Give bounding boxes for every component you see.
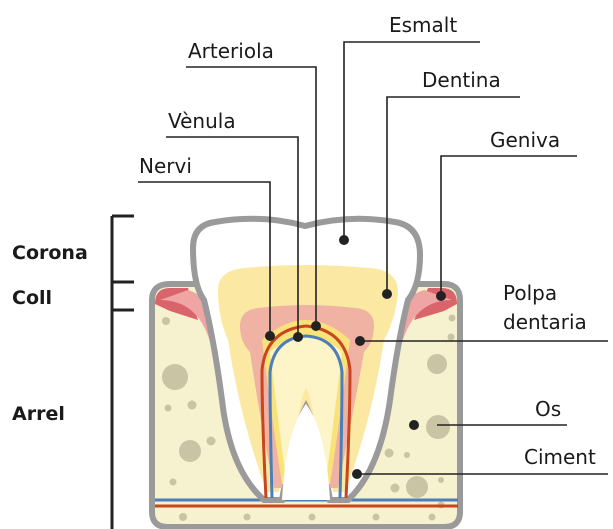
region-arrel: Arrel: [12, 403, 65, 425]
label-ciment: Ciment: [524, 446, 596, 468]
label-polpa-line2: dentaria: [503, 311, 587, 333]
label-geniva: Geniva: [490, 129, 560, 151]
region-coll: Coll: [12, 287, 52, 309]
label-polpa-line1: Polpa: [503, 282, 557, 304]
label-esmalt: Esmalt: [389, 14, 457, 36]
label-venula: Vènula: [168, 110, 236, 132]
label-dentina: Dentina: [422, 69, 501, 91]
label-os: Os: [535, 398, 561, 420]
region-bracket: [112, 216, 134, 529]
label-arteriola: Arteriola: [188, 40, 274, 62]
region-corona: Corona: [12, 242, 88, 264]
label-nervi: Nervi: [139, 155, 192, 177]
